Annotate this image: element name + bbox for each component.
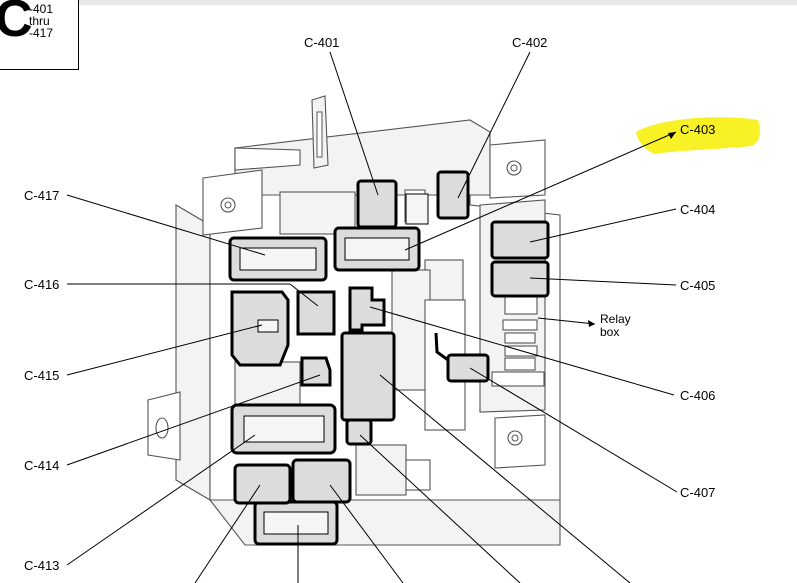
- connector-c405: [490, 260, 550, 298]
- connector-c413-left: [233, 463, 292, 505]
- code-range-start: -401: [29, 2, 54, 16]
- label-c407: C-407: [680, 485, 715, 500]
- leader-lines: [66, 51, 678, 583]
- connector-c407: [446, 353, 490, 383]
- label-relay-line2: box: [600, 325, 619, 339]
- label-c414: C-414: [24, 458, 59, 473]
- connector-code-box: C -401 thru -417: [0, 0, 79, 70]
- connectors: [228, 170, 550, 546]
- connector-c415-small: [296, 290, 336, 336]
- label-c401: C-401: [304, 35, 339, 50]
- label-c404: C-404: [680, 202, 715, 217]
- connector-c401: [356, 179, 398, 229]
- top-bar: [0, 0, 797, 5]
- label-c417: C-417: [24, 188, 59, 203]
- label-c416: C-416: [24, 277, 59, 292]
- connector-c402-side: [405, 193, 429, 225]
- label-c415: C-415: [24, 368, 59, 383]
- connector-c413-right: [291, 458, 352, 504]
- connector-small-center: [345, 418, 373, 446]
- connector-c406: [348, 286, 386, 332]
- label-c402: C-402: [512, 35, 547, 50]
- connector-c404: [490, 220, 550, 260]
- code-letter: C: [0, 0, 33, 48]
- connector-c402: [436, 170, 470, 220]
- code-range-thru: thru: [29, 14, 50, 28]
- label-relay-line1: Relay: [600, 312, 631, 326]
- label-c403: C-403: [680, 122, 715, 137]
- connector-center-relay: [340, 331, 396, 422]
- label-c405: C-405: [680, 278, 715, 293]
- c403-highlight: [636, 117, 760, 154]
- connector-c414-small: [300, 356, 332, 387]
- label-c413: C-413: [24, 558, 59, 573]
- label-c406: C-406: [680, 388, 715, 403]
- code-range-end: -417: [29, 26, 54, 40]
